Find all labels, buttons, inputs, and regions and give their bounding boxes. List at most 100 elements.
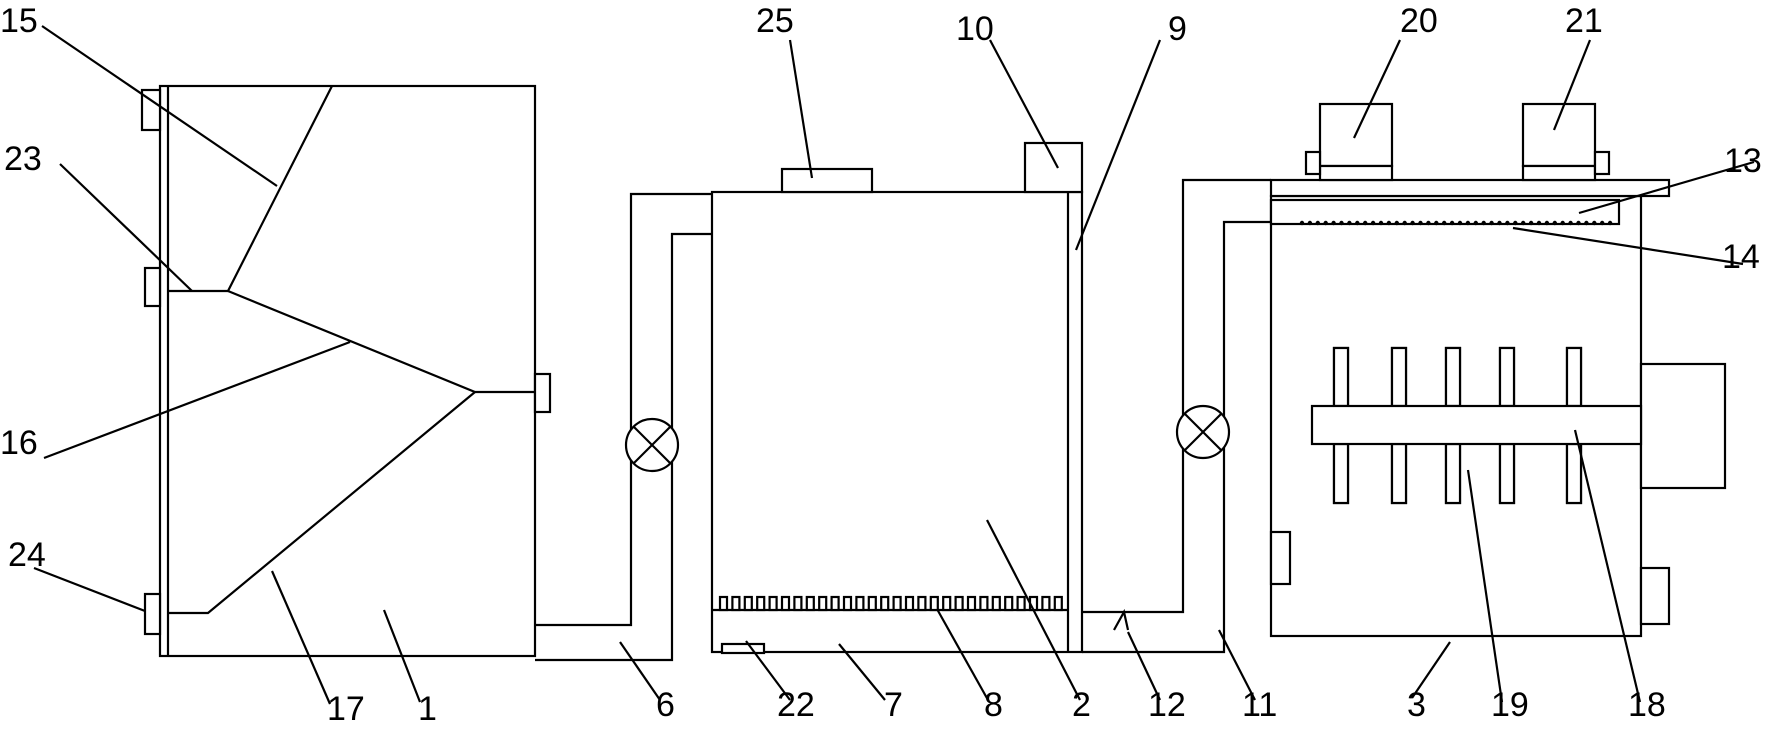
filter-slot (756, 595, 766, 612)
filter-slot (1041, 595, 1051, 612)
nozzle-dot (1378, 220, 1384, 226)
label-12: 12 (1148, 686, 1186, 724)
filter-slot (966, 595, 977, 612)
filter-slot (818, 595, 828, 612)
nozzle-dot (1323, 220, 1328, 226)
label-3: 3 (1407, 686, 1426, 724)
nozzle-dot (1576, 220, 1581, 226)
paddle-upper (1498, 346, 1516, 408)
paddle-lower (1444, 442, 1462, 505)
support-12 (1113, 608, 1130, 631)
nozzle-dot (1457, 220, 1463, 226)
nozzle-dot (1505, 220, 1510, 226)
filter-slot (1016, 595, 1026, 612)
spray-nozzles-14 (1299, 220, 1613, 226)
drive-motor (1639, 362, 1727, 490)
nozzle-dot (1489, 220, 1494, 226)
filter-slot (892, 595, 902, 612)
label-21: 21 (1565, 2, 1603, 40)
filter-slot (954, 595, 964, 612)
port-23 (143, 266, 162, 308)
motor-20-tab (1304, 150, 1322, 176)
port-top-left (140, 88, 162, 132)
nozzle-dot (1386, 220, 1392, 226)
nozzle-dot (1481, 220, 1486, 226)
paddle-upper (1565, 346, 1583, 408)
paddle-lower (1332, 442, 1350, 505)
filter-slot (731, 595, 741, 612)
nozzle-dot (1560, 220, 1565, 226)
filter-slot (743, 595, 753, 612)
nozzle-dot (1552, 220, 1558, 226)
nozzle-dot (1402, 220, 1407, 226)
filter-slot (991, 595, 1001, 612)
nozzle-dot (1434, 220, 1439, 226)
label-7: 7 (884, 686, 903, 724)
leader-lines (33, 25, 1755, 705)
nozzle-dot (1418, 220, 1423, 226)
filter-slot (793, 595, 803, 612)
fitting-10 (1023, 141, 1084, 194)
nozzle-dot (1339, 220, 1344, 226)
label-13: 13 (1724, 142, 1762, 180)
filter-slot (867, 595, 877, 612)
nozzle-dot (1528, 220, 1534, 226)
paddle-lower (1390, 442, 1408, 505)
label-14: 14 (1722, 238, 1760, 276)
label-17: 17 (327, 690, 365, 728)
label-2: 2 (1072, 686, 1091, 724)
filter-slot (917, 595, 927, 612)
nozzle-dot (1426, 220, 1431, 226)
filter-slot (768, 595, 778, 612)
nozzle-dot (1592, 220, 1597, 226)
label-15: 15 (0, 2, 38, 40)
nozzle-dot (1363, 220, 1368, 226)
shaft-18 (1310, 404, 1643, 446)
port-right (533, 372, 552, 414)
label-18: 18 (1628, 686, 1666, 724)
nozzle-dot (1307, 220, 1313, 226)
nozzle-dot (1473, 220, 1479, 226)
filter-slot (855, 595, 865, 612)
nozzle-dot (1299, 220, 1305, 226)
top-plate (1269, 178, 1671, 198)
paddle-upper (1444, 346, 1462, 408)
filter-slot (842, 595, 853, 612)
nozzle-dot (1497, 220, 1502, 226)
nozzle-dot (1315, 220, 1321, 226)
label-16: 16 (0, 424, 38, 462)
nozzle-dot (1544, 220, 1550, 226)
label-22: 22 (777, 686, 815, 724)
nozzle-dot (1370, 220, 1376, 226)
tank-2 (710, 141, 1084, 655)
filter-slot (880, 595, 890, 612)
spray-bar-13 (1269, 198, 1621, 226)
filter-slot (979, 595, 989, 612)
nozzle-dot (1600, 220, 1605, 226)
label-19: 19 (1491, 686, 1529, 724)
motor-20-base (1318, 164, 1394, 182)
filter-slot (904, 595, 915, 612)
label-8: 8 (984, 686, 1003, 724)
label-24: 24 (8, 536, 46, 574)
nozzle-dot (1394, 220, 1400, 226)
nozzle-dot (1355, 220, 1360, 226)
pipe-11 (1082, 178, 1271, 654)
nozzle-dot (1584, 220, 1589, 226)
filter-slot (929, 595, 939, 612)
nozzle-dot (1465, 220, 1471, 226)
tank-1 (140, 84, 552, 658)
paddle-lower (1565, 442, 1583, 505)
nozzle-dot (1607, 220, 1613, 226)
filter-slot (718, 595, 729, 612)
filter-slot (1053, 595, 1063, 612)
nozzle-dot (1568, 220, 1573, 226)
label-20: 20 (1400, 2, 1438, 40)
motor-21 (1521, 102, 1597, 168)
paddle-upper (1332, 346, 1350, 408)
nozzle-dot (1513, 220, 1518, 226)
label-9: 9 (1168, 10, 1187, 48)
nozzle-dot (1536, 220, 1542, 226)
